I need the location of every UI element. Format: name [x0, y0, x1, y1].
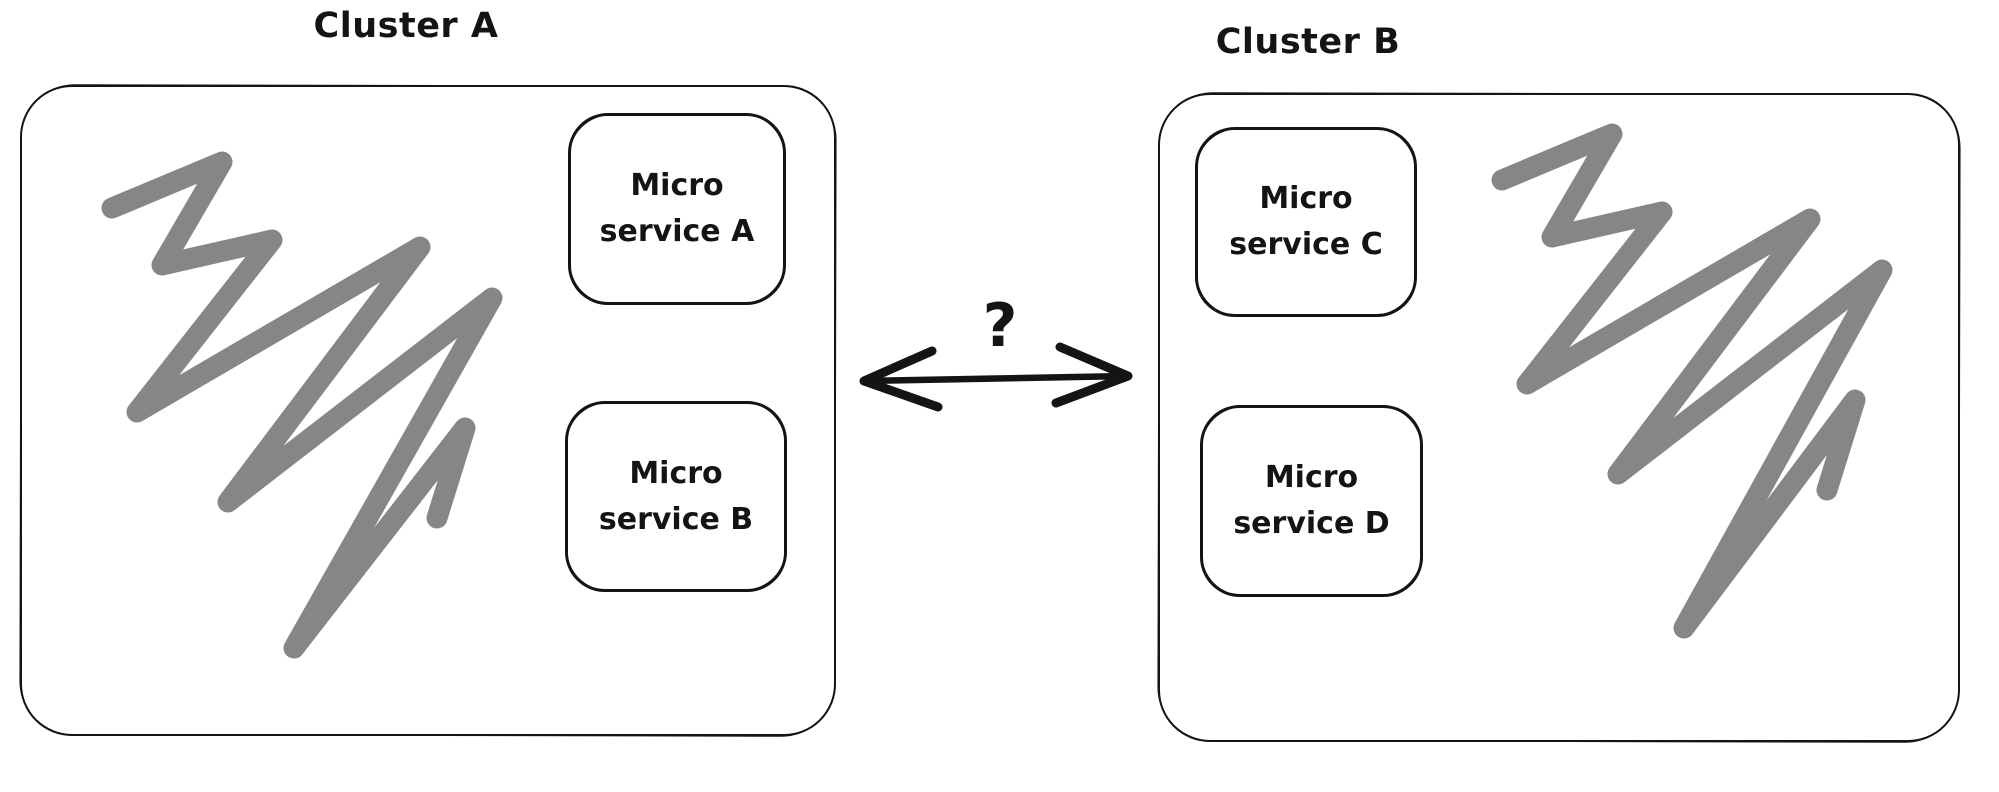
microservice-d-box: Micro service D	[1200, 405, 1423, 597]
microservice-b-label-line2: service B	[598, 501, 754, 537]
cluster-a-box	[20, 85, 836, 736]
microservice-d-label-line1: Micro	[1264, 460, 1359, 495]
microservice-b-label-line1: Micro	[629, 455, 723, 491]
microservice-c-label-line1: Micro	[1259, 181, 1353, 216]
cluster-b-label: Cluster B	[1215, 22, 1401, 62]
microservice-a-label-line2: service A	[599, 214, 755, 249]
microservice-c-label-line2: service C	[1229, 227, 1383, 262]
microservice-a-box: Micro service A	[568, 113, 786, 305]
connector-question-mark-label: ?	[982, 291, 1018, 361]
cluster-b-box	[1158, 93, 1960, 742]
microservice-d-label-line2: service D	[1233, 506, 1390, 541]
microservice-c-box: Micro service C	[1195, 127, 1417, 317]
microservice-b-box: Micro service B	[565, 401, 787, 592]
cluster-a-label: Cluster A	[313, 6, 499, 46]
microservice-a-label-line1: Micro	[630, 168, 724, 203]
